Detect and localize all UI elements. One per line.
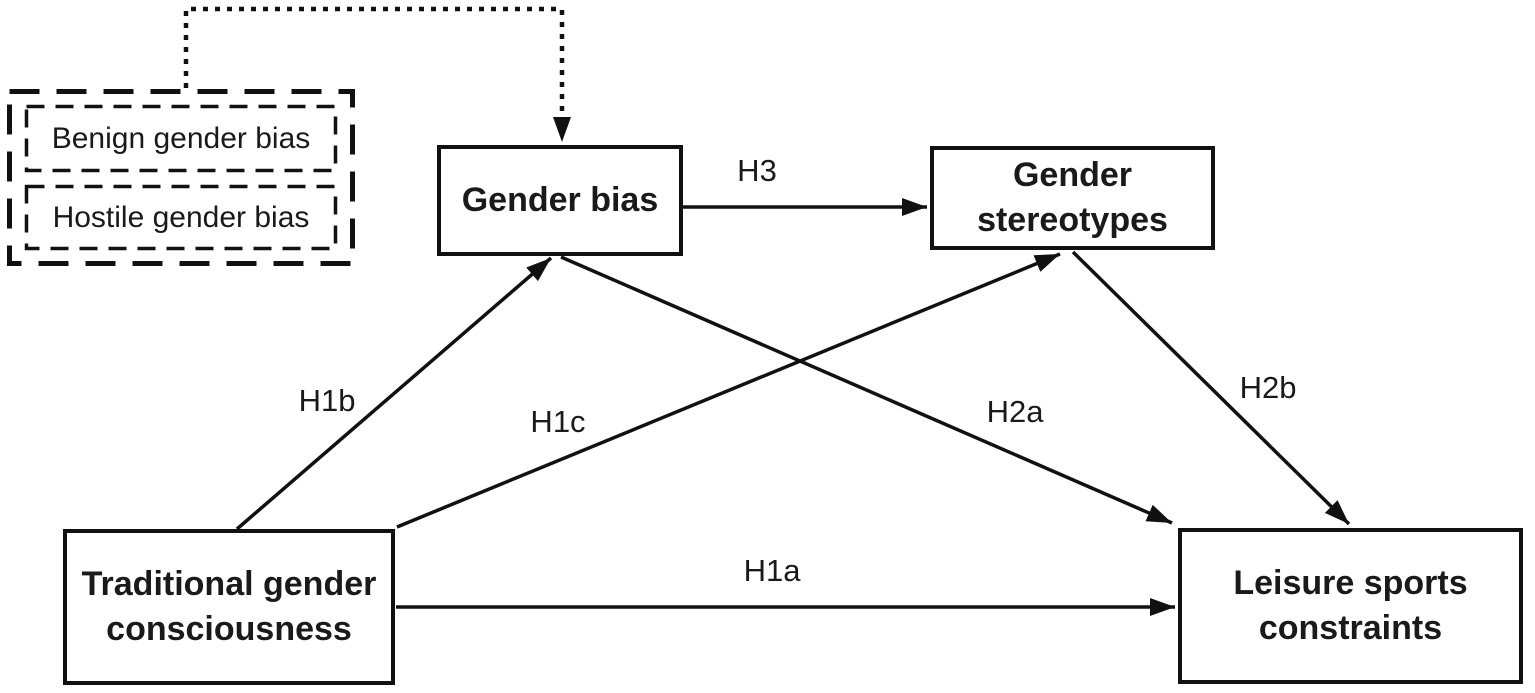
dashed-group-border [7,89,355,266]
node-gender-stereotypes: Gender stereotypes [930,146,1215,250]
node-benign-gender-bias: Benign gender bias [25,105,337,172]
edge-h2a-label: H2a [983,394,1047,430]
edge-h2b-label: H2b [1236,370,1300,406]
edge-h1c-label: H1c [527,404,589,440]
node-traditional-gender-consciousness-label: Traditional gender consciousness [81,565,377,648]
node-gender-bias-label: Gender bias [461,181,659,220]
edge-h2a-line [560,255,1173,525]
node-leisure-sports-constraints: Leisure sports constraints [1178,528,1523,684]
node-leisure-sports-constraints-label: Leisure sports constraints [1233,564,1468,647]
hostile-box-border [24,184,338,251]
edge-h2b-line [1071,250,1351,526]
edge-h1b-line [235,256,553,531]
benign-box-border [24,104,338,173]
edge-h1c-line [396,252,1061,529]
node-gender-stereotypes-label: Gender stereotypes [977,156,1168,239]
node-benign-gender-bias-label: Benign gender bias [51,121,311,155]
node-gender-bias: Gender bias [437,145,683,256]
node-hostile-gender-bias-label: Hostile gender bias [52,200,310,234]
edge-h3-label: H3 [734,153,780,189]
edge-h1b-label: H1b [295,383,359,419]
edge-moderator-arrow [183,6,571,142]
edge-h1a-label: H1a [740,553,804,589]
node-traditional-gender-consciousness: Traditional gender consciousness [63,529,395,685]
node-hostile-gender-bias: Hostile gender bias [25,185,337,250]
